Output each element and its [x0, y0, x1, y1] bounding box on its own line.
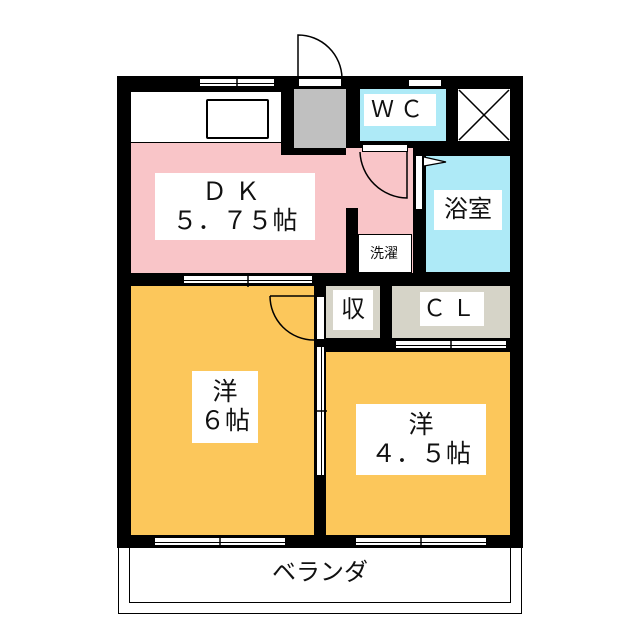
- closet-label: ＣＬ: [420, 292, 484, 326]
- wall-stub: [346, 208, 358, 273]
- dk-size: ５．７５帖: [172, 205, 298, 235]
- closet-name: ＣＬ: [423, 295, 481, 322]
- laundry-label: 洗濯: [361, 240, 407, 268]
- storage-label: 収: [333, 290, 373, 330]
- storage-door: [316, 296, 325, 340]
- bath-name: 浴室: [444, 195, 492, 224]
- balcony-label: ベランダ: [250, 553, 390, 593]
- dk-name: ＤＫ: [201, 176, 268, 206]
- bath-door: [415, 155, 423, 210]
- western-45-label: 洋 ４．５帖: [356, 404, 486, 475]
- storage-name: 収: [341, 295, 365, 324]
- entrance: [294, 89, 346, 148]
- western-6-size: ６帖: [199, 406, 250, 435]
- room-dk-ext2: [346, 148, 413, 158]
- balcony-name: ベランダ: [272, 558, 368, 587]
- western-45-name: 洋: [408, 409, 434, 439]
- balcony-inner: [129, 546, 511, 603]
- entrance-door-frame: [298, 78, 342, 87]
- wc-label: ＷＣ: [364, 94, 436, 126]
- western-6-label: 洋 ６帖: [192, 371, 258, 443]
- western-45-size: ４．５帖: [370, 438, 471, 468]
- sink-icon: [206, 99, 269, 139]
- wc-door-frame: [362, 144, 408, 152]
- bath-label: 浴室: [434, 190, 502, 230]
- wc-window: [408, 79, 442, 87]
- dk-label: ＤＫ ５．７５帖: [155, 173, 315, 240]
- western-6-name: 洋: [212, 377, 238, 407]
- wc-name: ＷＣ: [371, 96, 429, 123]
- laundry-name: 洗濯: [370, 245, 398, 262]
